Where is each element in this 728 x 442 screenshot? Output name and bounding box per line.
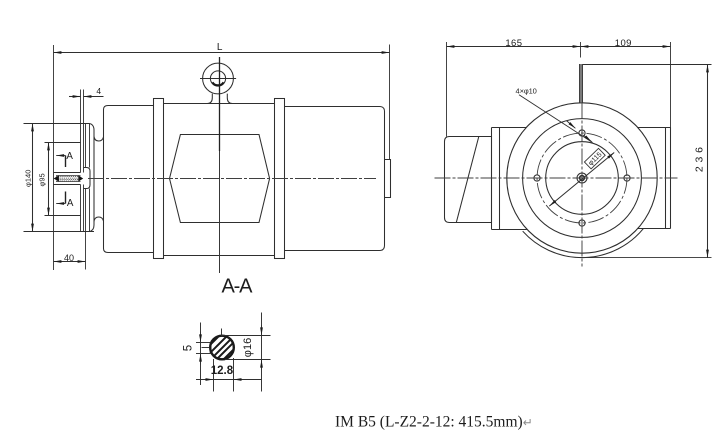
- svg-text:L: L: [217, 42, 223, 53]
- svg-text:5: 5: [183, 345, 195, 351]
- svg-text:φ16: φ16: [242, 338, 254, 357]
- svg-text:4×φ10: 4×φ10: [516, 87, 537, 96]
- svg-text:A: A: [66, 151, 73, 162]
- svg-text:165: 165: [505, 38, 522, 49]
- svg-text:109: 109: [615, 38, 632, 49]
- svg-text:4: 4: [96, 86, 101, 96]
- svg-text:IM B5 (L-Z2-2-12: 415.5mm)↵: IM B5 (L-Z2-2-12: 415.5mm)↵: [335, 414, 533, 431]
- svg-text:φ95: φ95: [38, 173, 47, 186]
- svg-text:φ140: φ140: [23, 170, 32, 187]
- svg-text:12.8: 12.8: [211, 365, 234, 377]
- svg-text:A-A: A-A: [222, 276, 254, 298]
- svg-text:A: A: [67, 198, 74, 209]
- svg-text:236: 236: [693, 143, 705, 172]
- svg-text:40: 40: [64, 253, 74, 263]
